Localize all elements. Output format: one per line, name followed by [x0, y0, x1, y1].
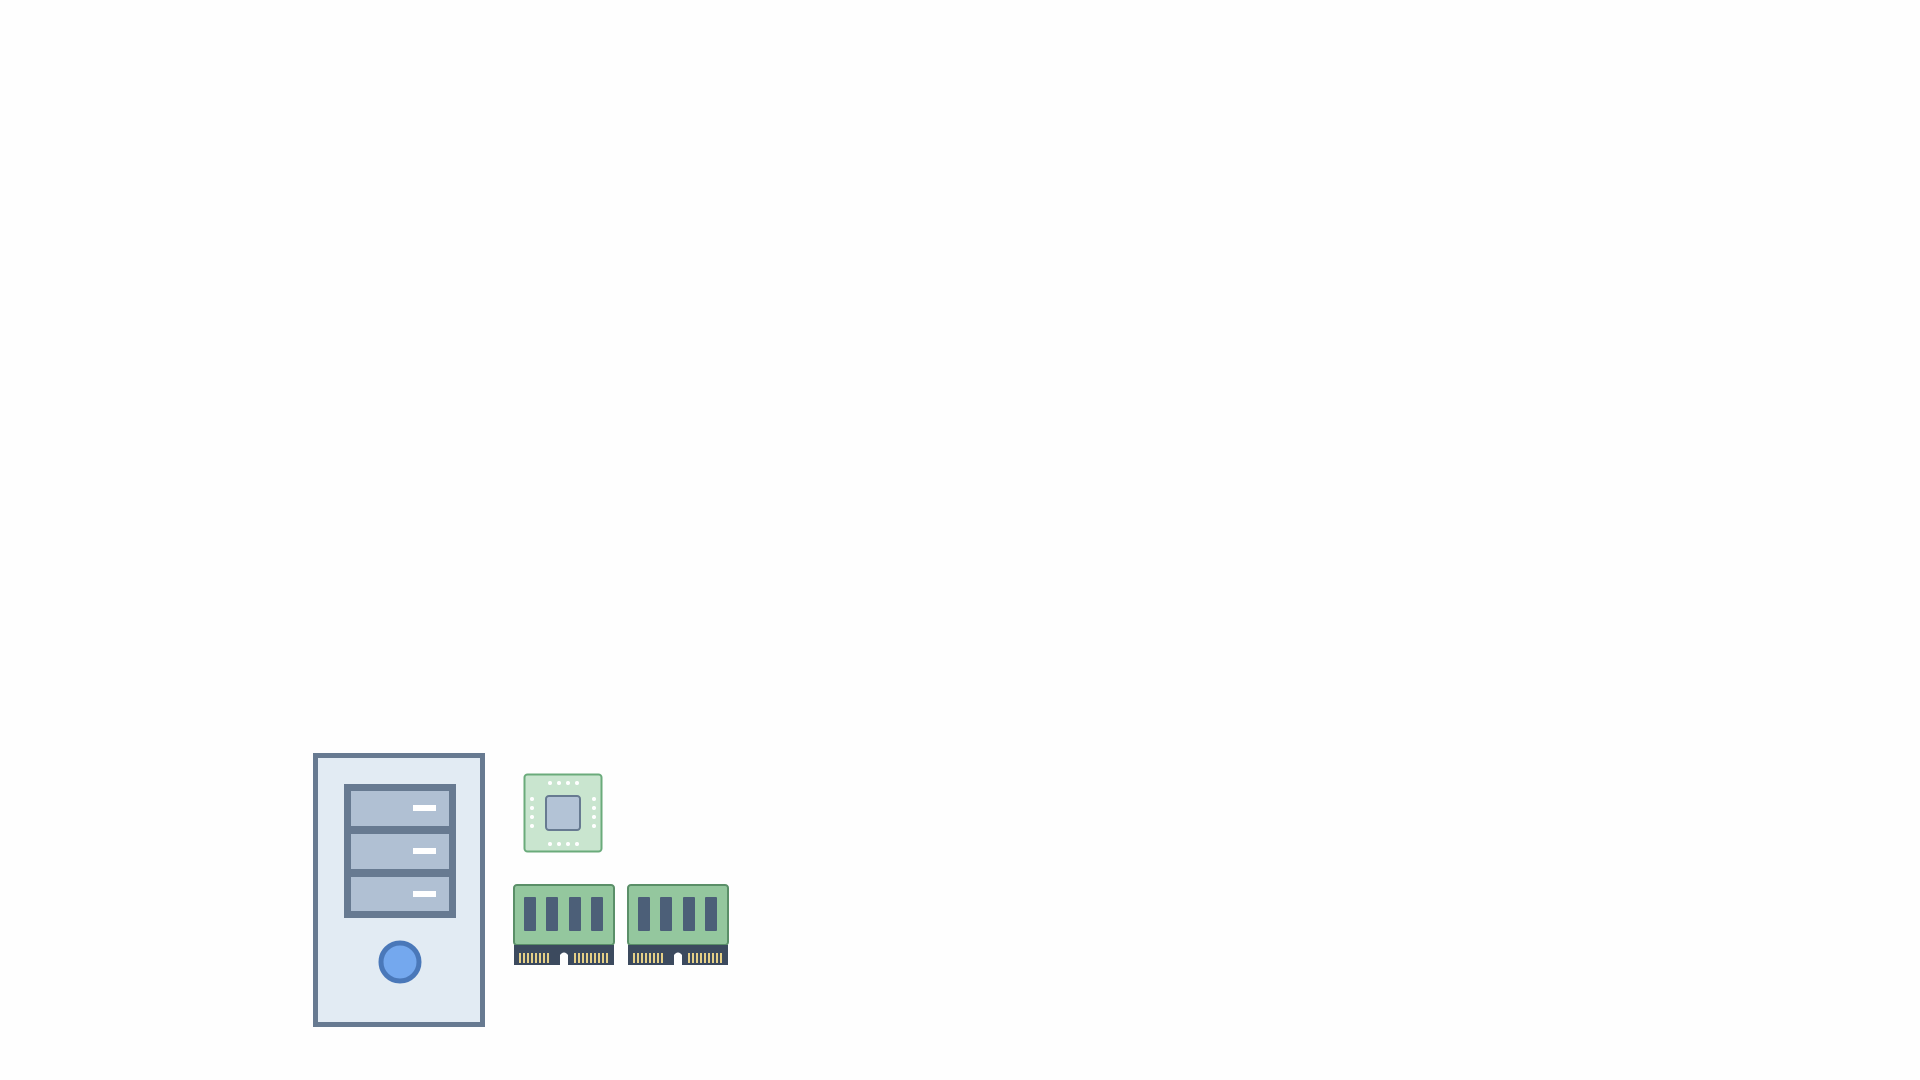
- drive-bay-handle: [413, 848, 436, 854]
- ram-cell: [660, 897, 672, 931]
- ram-module-icon: [627, 884, 729, 965]
- ram-pins: [633, 953, 722, 963]
- drive-bay-handle: [413, 805, 436, 811]
- ram-cell: [705, 897, 717, 931]
- ram-cell: [683, 897, 695, 931]
- drive-bay: [351, 834, 449, 869]
- cpu-chip-icon: [523, 773, 603, 853]
- ram-pins: [519, 953, 608, 963]
- ram-cell: [638, 897, 650, 931]
- ram-cell: [546, 897, 558, 931]
- ram-notch: [560, 952, 568, 965]
- drive-bay-handle: [413, 891, 436, 897]
- ram-cell: [524, 897, 536, 931]
- pc-tower-icon: [313, 753, 485, 1027]
- ram-cell: [569, 897, 581, 931]
- chip-pins: [530, 781, 596, 846]
- chip-core: [545, 795, 581, 831]
- ram-cell: [591, 897, 603, 931]
- ram-module-icon: [513, 884, 615, 965]
- drive-bay: [351, 877, 449, 911]
- drive-bay: [351, 791, 449, 826]
- ram-notch: [674, 952, 682, 965]
- power-button: [378, 940, 422, 984]
